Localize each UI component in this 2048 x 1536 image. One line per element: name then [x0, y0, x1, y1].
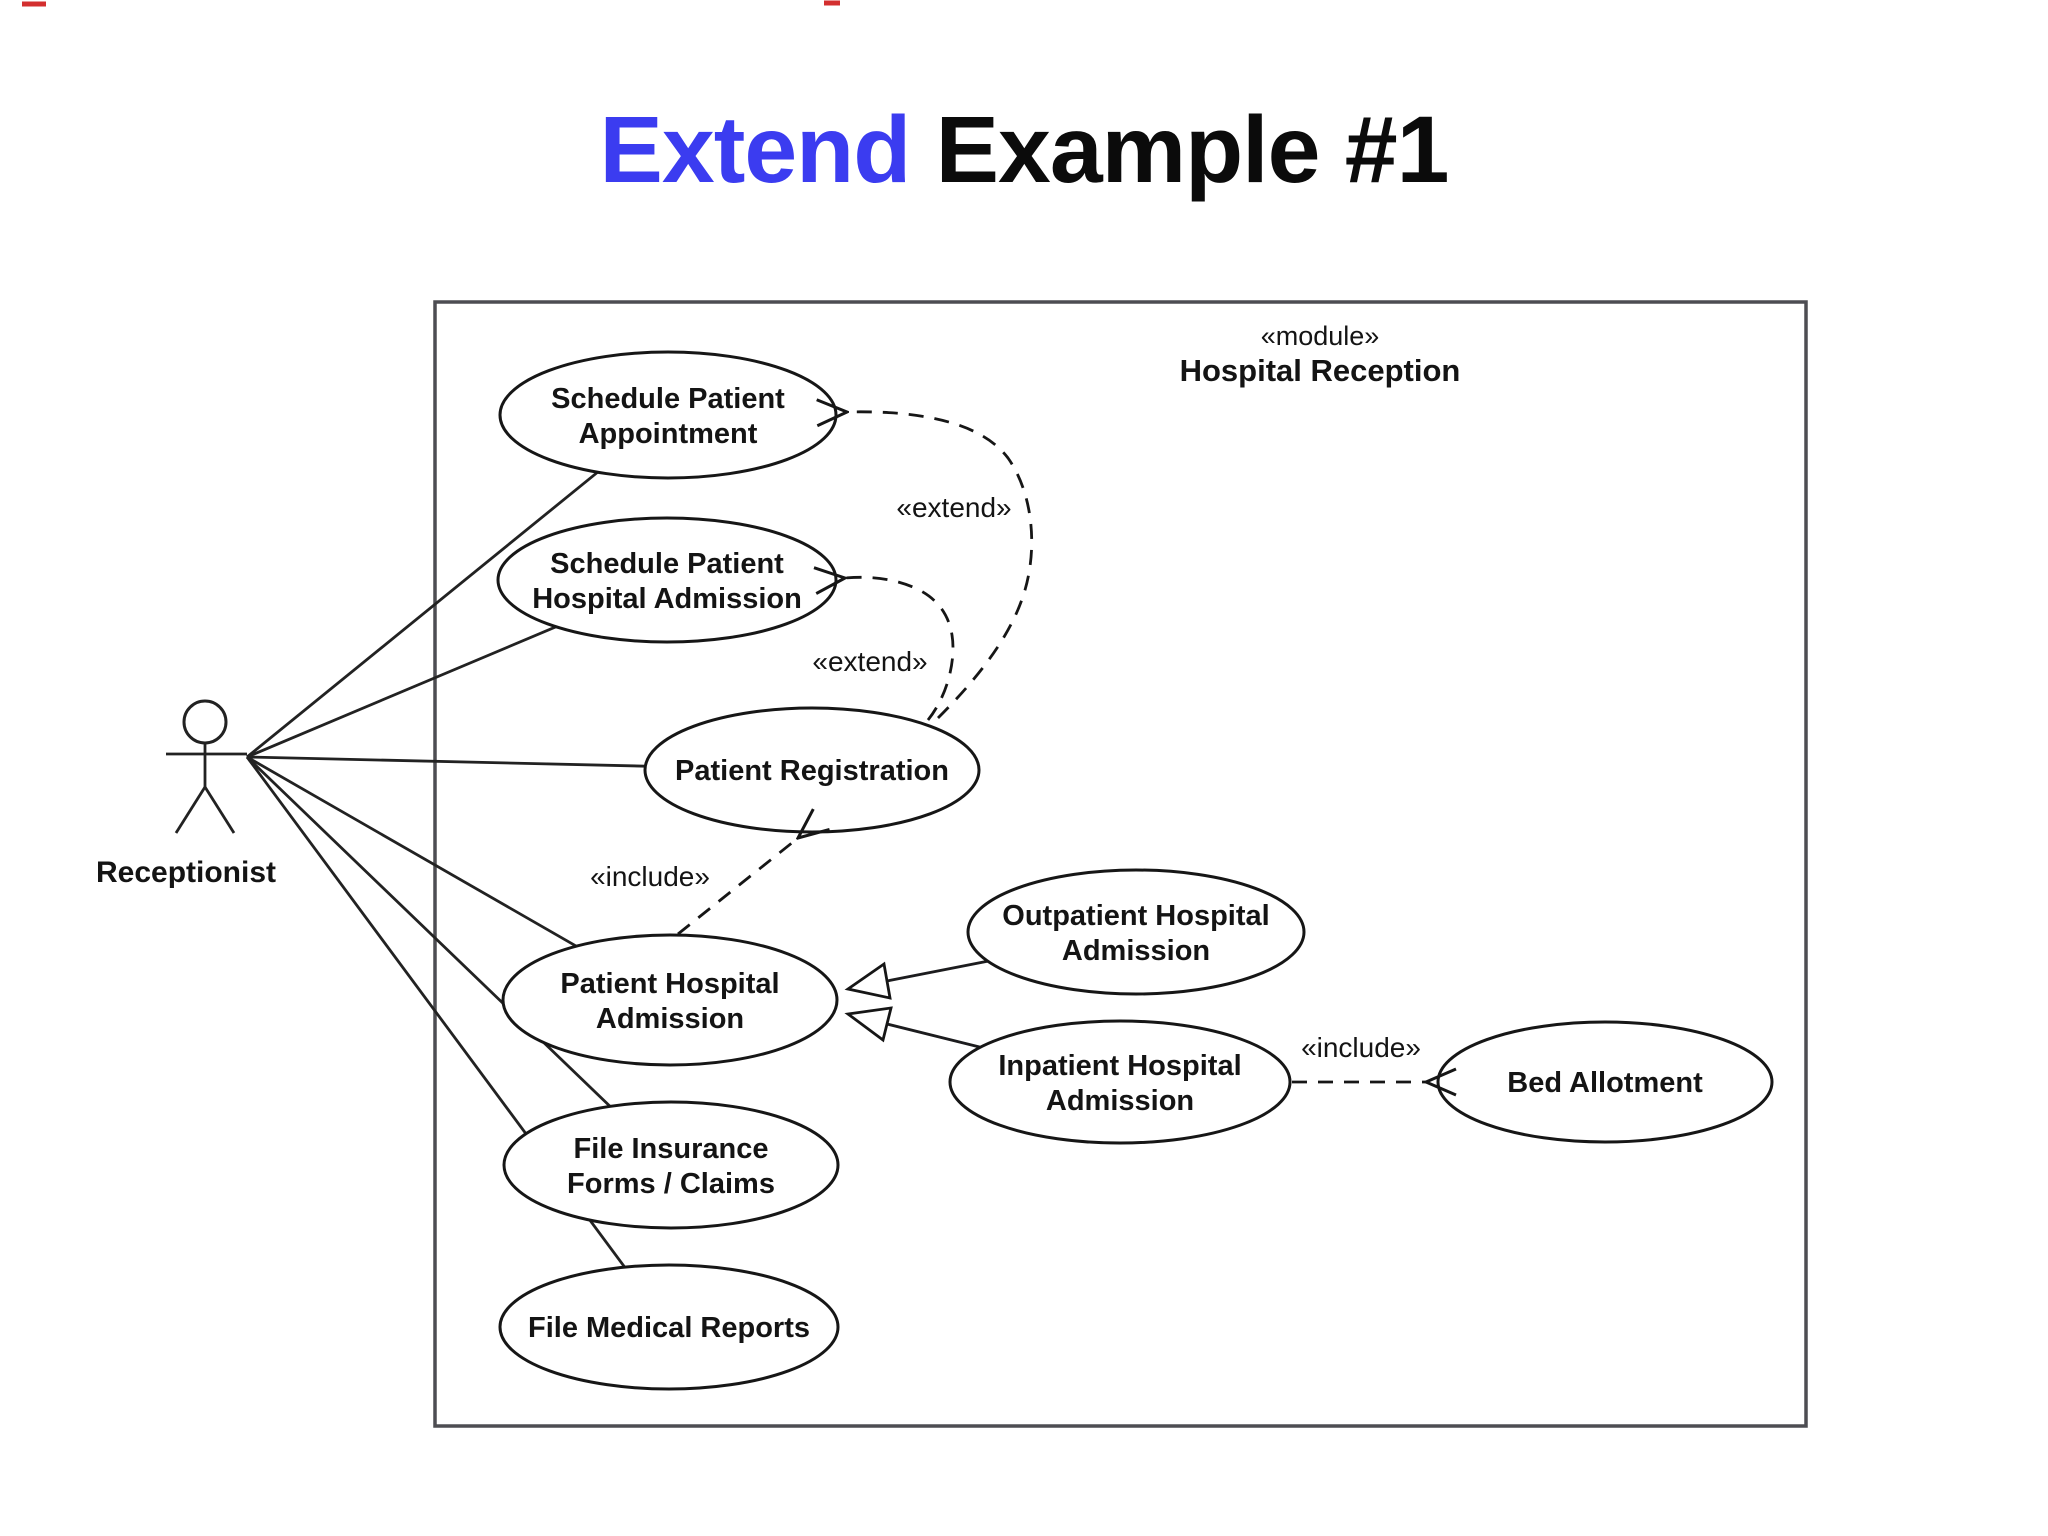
actor-leg-right [203, 786, 236, 834]
extend-arrow-to-schedule-appointment [847, 412, 1034, 719]
title-rest: Example #1 [910, 97, 1450, 203]
actor-head [182, 699, 228, 745]
usecase-ellipse [496, 516, 838, 644]
usecase-label: Patient Registration [675, 755, 949, 787]
usecase-ellipse [948, 1019, 1292, 1145]
module-name: Hospital Reception [1180, 353, 1461, 388]
usecase-outpatient-hospital-admission: Outpatient Hospital Admission [966, 868, 1306, 996]
usecase-label: Bed Allotment [1507, 1067, 1703, 1099]
usecase-ellipse [502, 1100, 840, 1230]
extend-label-middle: «extend» [812, 646, 927, 677]
include-label-left: «include» [590, 861, 710, 892]
usecase-label: Admission [596, 1003, 744, 1035]
usecase-label: Schedule Patient [550, 548, 784, 580]
title-highlight: Extend [599, 97, 912, 203]
actor-name-label: Receptionist [96, 856, 276, 889]
usecase-patient-hospital-admission: Patient Hospital Admission [501, 933, 839, 1067]
usecase-file-insurance-forms-claims: File Insurance Forms / Claims [502, 1100, 840, 1230]
actor-leg-left [174, 786, 207, 834]
page-title: Extend Example #1 [0, 96, 2048, 205]
extend-arrow-to-schedule-admission [845, 577, 955, 721]
usecase-label: Inpatient Hospital [998, 1050, 1241, 1082]
usecase-label: Forms / Claims [567, 1168, 775, 1200]
usecase-label: Appointment [579, 418, 758, 450]
usecase-schedule-patient-hospital-admission: Schedule Patient Hospital Admission [496, 516, 838, 644]
usecase-label: Admission [1062, 935, 1210, 967]
include-label-right: «include» [1301, 1032, 1421, 1063]
usecase-label: File Insurance [573, 1133, 768, 1165]
usecase-bed-allotment: Bed Allotment [1436, 1020, 1774, 1144]
assoc-receptionist-file-insurance [246, 755, 672, 1167]
assoc-receptionist-file-medical [245, 756, 671, 1328]
usecase-patient-registration: Patient Registration [643, 706, 981, 834]
usecase-ellipse [966, 868, 1306, 996]
usecase-label: Patient Hospital [560, 968, 779, 1000]
usecase-label: Outpatient Hospital [1002, 900, 1269, 932]
usecase-label: File Medical Reports [528, 1312, 810, 1344]
extend-label-top: «extend» [896, 492, 1011, 523]
usecase-inpatient-hospital-admission: Inpatient Hospital Admission [948, 1019, 1292, 1145]
generalization-triangle-inpatient [844, 1006, 893, 1043]
usecase-label: Hospital Admission [532, 583, 802, 615]
usecase-label: Admission [1046, 1085, 1194, 1117]
usecase-label: Schedule Patient [551, 383, 785, 415]
usecase-ellipse [498, 1263, 840, 1391]
usecase-ellipse [498, 350, 838, 480]
actor-receptionist: Receptionist [96, 699, 276, 889]
module-stereotype: «module» [1261, 321, 1380, 351]
usecase-file-medical-reports: File Medical Reports [498, 1263, 840, 1391]
usecase-ellipse [501, 933, 839, 1067]
generalization-triangle-outpatient [844, 961, 892, 1000]
usecase-schedule-patient-appointment: Schedule Patient Appointment [498, 350, 838, 480]
